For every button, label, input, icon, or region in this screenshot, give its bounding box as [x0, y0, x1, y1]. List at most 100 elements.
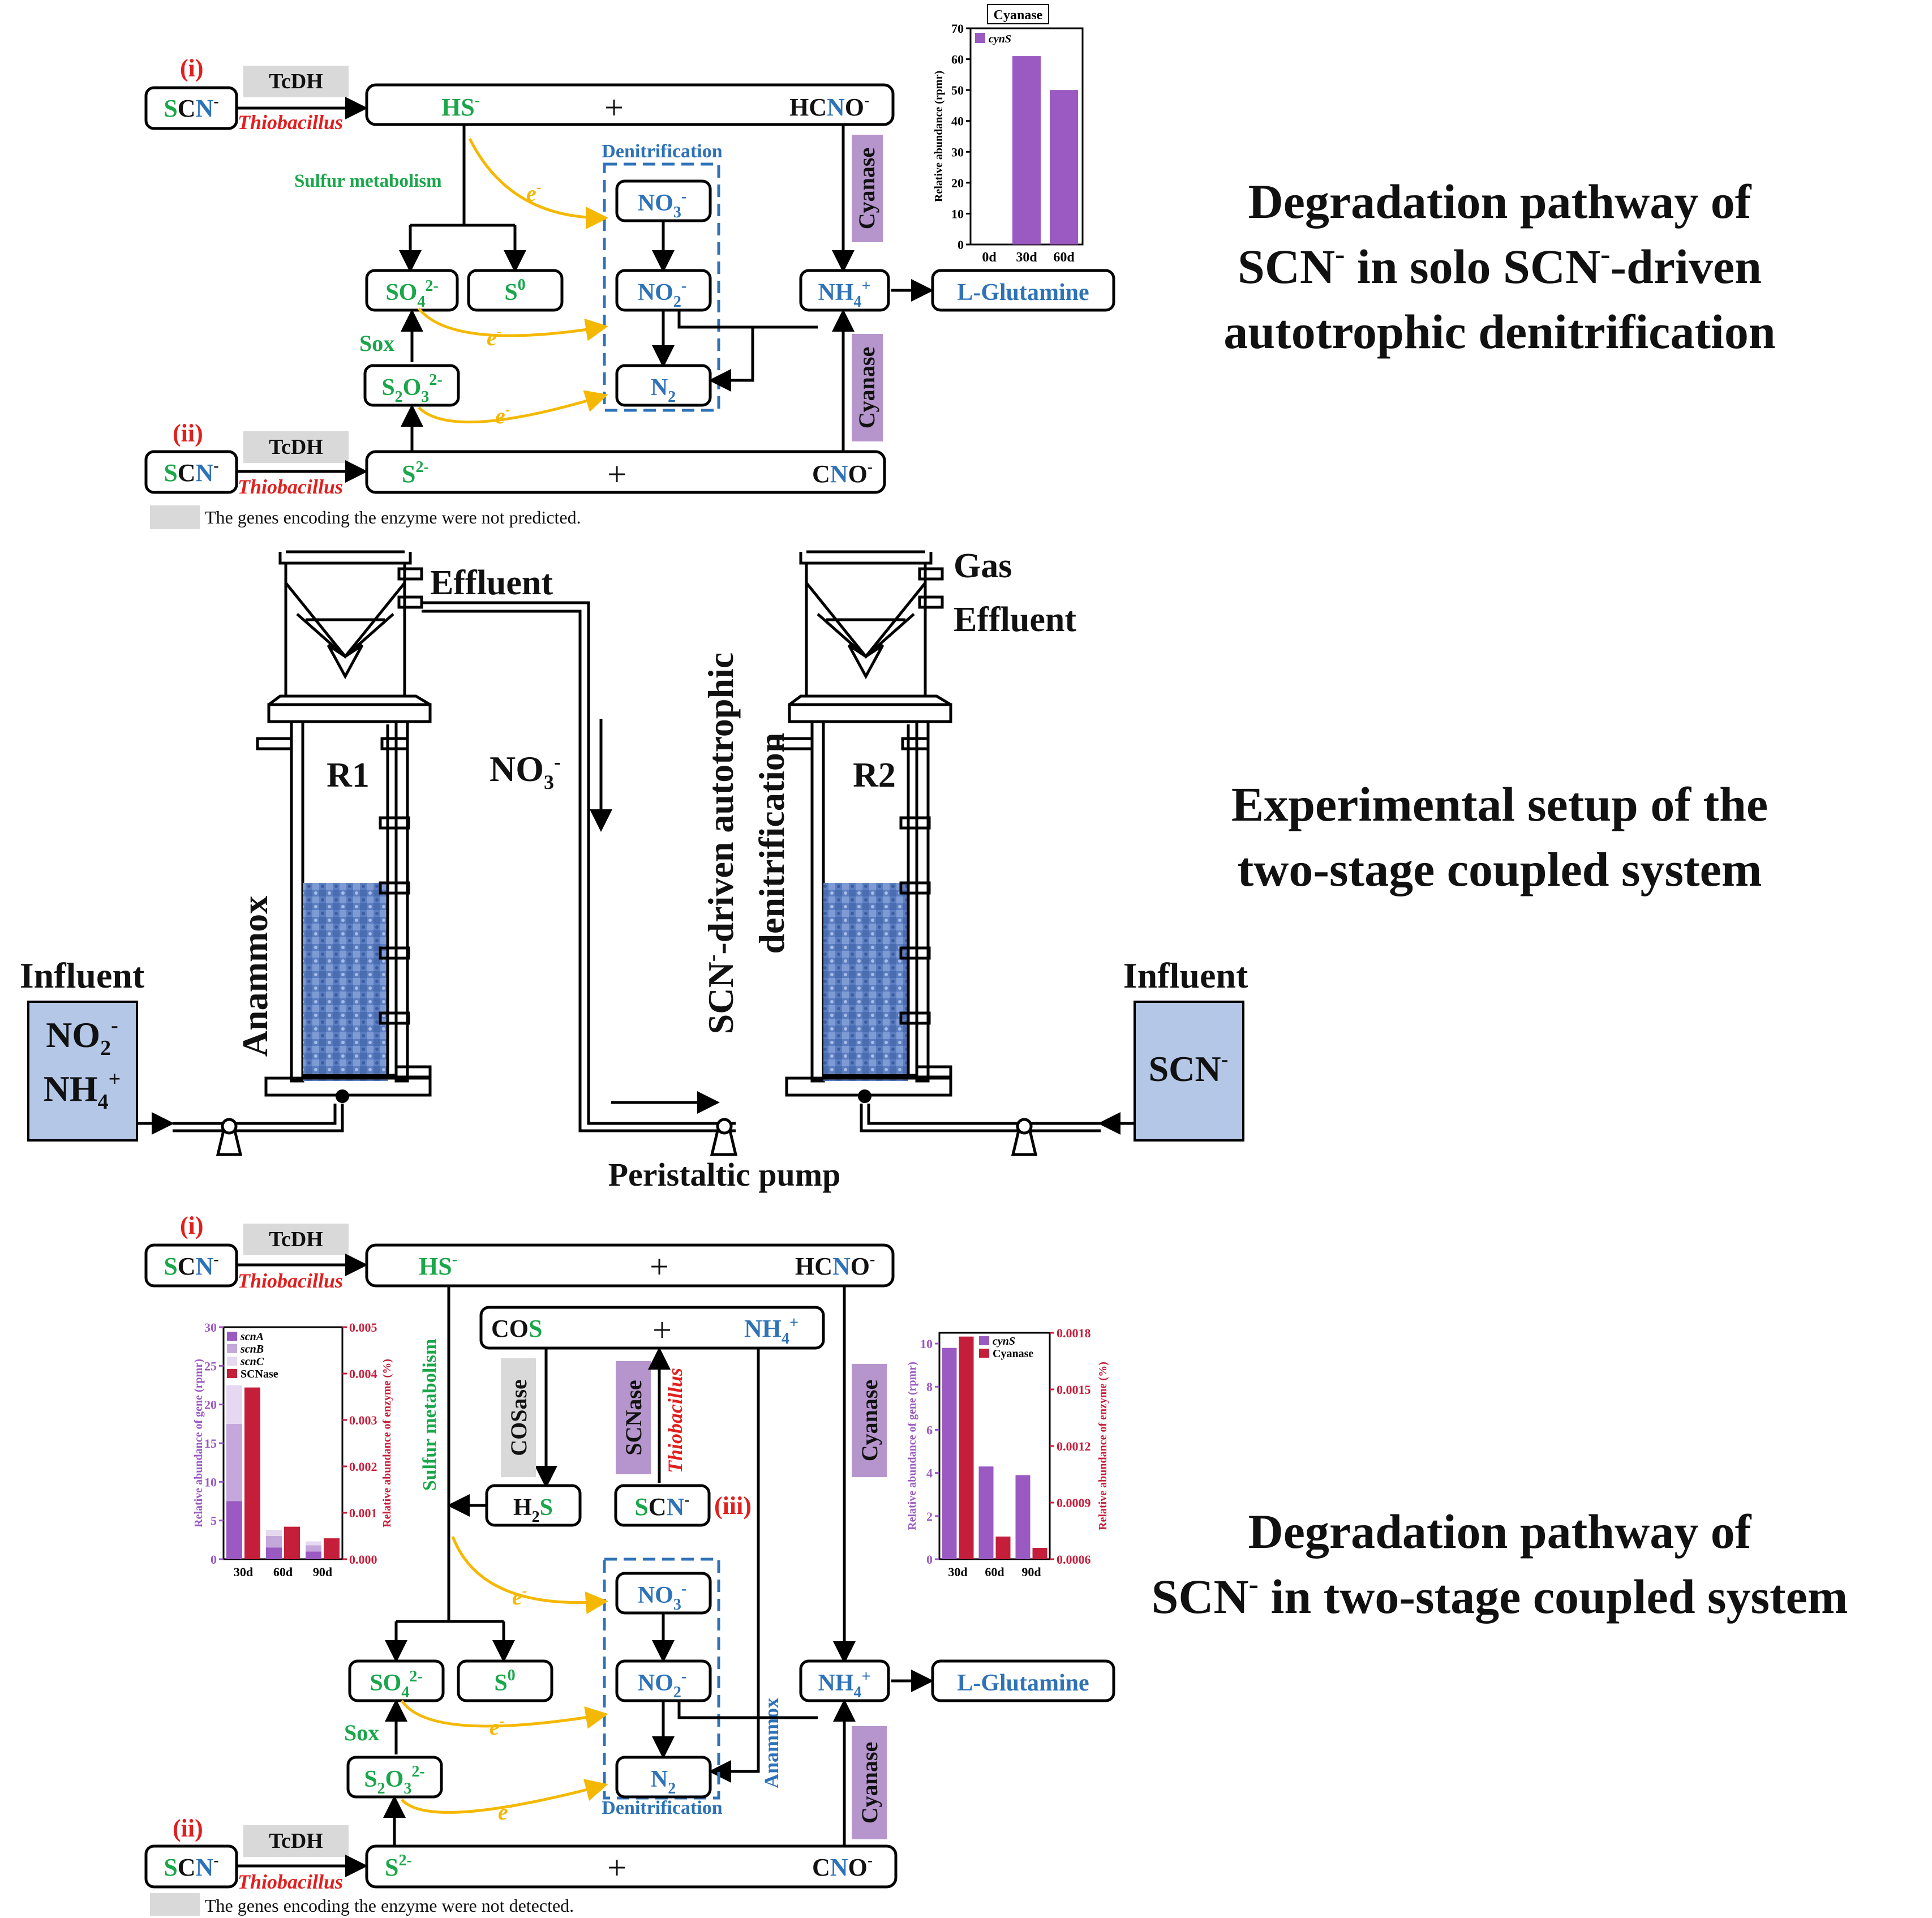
reactor-r1: [256, 550, 432, 1097]
panel1-title-line1: Degradation pathway of: [1248, 174, 1752, 229]
chart2-y2tick-label: 0.003: [349, 1413, 377, 1427]
panel-solo-pathway: (i) SCN- TcDH Thiobacillus HS- + HCNO- S…: [144, 54, 1776, 529]
chart2-legend-label: SCNase: [241, 1368, 278, 1380]
reactor-r2: [776, 550, 952, 1097]
sox-label-3: Sox: [344, 1720, 379, 1745]
r1-label: R1: [327, 756, 370, 795]
chart2-legend-swatch: [227, 1332, 237, 1341]
chart3-ylabel: Relative abundance of gene (rpmr): [906, 1362, 918, 1530]
chart3-ytick-label: 8: [926, 1380, 933, 1394]
scn-text-ii-3: SCN-: [164, 1852, 218, 1881]
chart1-xtick-label: 30d: [1016, 250, 1037, 265]
r2-process-label-line1: SCN--driven autotrophic: [701, 653, 741, 1035]
scn-text-ii: SCN-: [164, 457, 218, 487]
chart1-ytick-label: 60: [951, 53, 964, 67]
cyanase-box-3-bottom: [852, 1726, 887, 1839]
chart2-xtick-label: 90d: [313, 1565, 332, 1579]
experimental-setup: R1 Anammox Effluent NO3-: [20, 547, 1768, 1193]
tcdh-box-i: [243, 66, 349, 97]
chart1-xtick-label: 0d: [982, 250, 997, 265]
chart2-gene-bar: [266, 1530, 282, 1536]
label-iii: (iii): [714, 1492, 752, 1520]
setup-title-line2: two-stage coupled system: [1238, 842, 1762, 896]
chart1-title: Cyanase: [994, 8, 1043, 23]
cyanase-box-bottom: [852, 334, 883, 441]
chart2-gene-bar: [226, 1501, 242, 1559]
chart2-legend-swatch: [227, 1369, 237, 1378]
s2o3-text-3: S2O32-: [364, 1763, 424, 1797]
tcdh-label-i: TcDH: [269, 70, 323, 93]
chart3-y2tick-label: 0.0018: [1057, 1326, 1091, 1340]
chart3-y2tick-label: 0.0006: [1057, 1552, 1091, 1567]
label-ii: (ii): [173, 419, 203, 447]
chart1-ytick-label: 20: [951, 176, 964, 190]
cno-text: CNO-: [812, 458, 873, 488]
label-ii-3: (ii): [173, 1814, 203, 1842]
scn-box-i: [144, 86, 238, 130]
tcdh-box-ii: [243, 431, 349, 463]
cyanase-label-bottom: Cyanase: [854, 347, 879, 428]
setup-title-line1: Experimental setup of the: [1231, 777, 1768, 831]
electron-label-3-2: e-: [490, 1713, 504, 1740]
legend-text-3: The genes encoding the enzyme were not d…: [205, 1895, 574, 1916]
chart3-xtick-label: 60d: [985, 1565, 1004, 1579]
electron-label-3: e-: [495, 401, 510, 428]
chart3-enzyme-bar: [1032, 1548, 1047, 1559]
chart1-ytick-label: 50: [951, 83, 964, 97]
r2-label: R2: [853, 756, 896, 795]
plus-i: +: [604, 89, 624, 126]
chart3-gene-bar: [978, 1466, 994, 1559]
nh4-text-3: NH4+: [818, 1668, 871, 1701]
scn-box-ii-3: [144, 1844, 238, 1889]
hs-hcno-box-3: [365, 1243, 895, 1288]
scnase-label: SCNase: [621, 1380, 646, 1455]
cno-text-3: CNO-: [812, 1852, 873, 1881]
chart3-xtick-label: 90d: [1021, 1565, 1041, 1579]
chart2-ytick-label: 0: [211, 1552, 217, 1567]
chart2-enzyme-bar: [324, 1538, 340, 1559]
effluent-label-r1: Effluent: [430, 564, 553, 602]
s-cno-box-3: [365, 1844, 898, 1889]
chart3-ytick-label: 10: [920, 1337, 933, 1351]
chart2-gene-bar: [266, 1536, 282, 1548]
s-cno-box: [365, 450, 886, 494]
legend-text-1: The genes encoding the enzyme were not p…: [205, 507, 581, 527]
hs-text: HS-: [441, 92, 480, 121]
chart3-ytick-label: 6: [926, 1423, 933, 1437]
tcdh-label-i-3: TcDH: [269, 1228, 323, 1251]
chart2-ytick-label: 10: [204, 1475, 217, 1489]
chart3-enzyme-bar: [995, 1537, 1011, 1559]
thiobacillus-label-ii-3: Thiobacillus: [238, 1870, 343, 1893]
chart2-gene-bar: [266, 1547, 282, 1559]
hs-hcno-box: [365, 83, 895, 126]
chart1-legend-label: cynS: [989, 33, 1011, 45]
chart2-y2tick-label: 0.002: [349, 1460, 377, 1474]
chart2-y2label: Relative abundance of enzyme (%): [381, 1359, 393, 1527]
influent-label-left: Influent: [20, 955, 145, 996]
label-i: (i): [180, 54, 204, 82]
hs-text-3: HS-: [419, 1251, 457, 1280]
chart2-ytick-label: 30: [204, 1320, 217, 1335]
panel3-title-line1: Degradation pathway of: [1248, 1504, 1752, 1559]
chart2-enzyme-bar: [244, 1387, 260, 1559]
scnase-box: [616, 1361, 651, 1474]
influent-scn-text: SCN-: [1149, 1048, 1229, 1089]
scn-text-iii: SCN-: [634, 1491, 689, 1521]
chart2-legend-label: scnB: [240, 1343, 264, 1355]
sulfur-metabolism-label: Sulfur metabolism: [294, 171, 442, 191]
gas-label: Gas: [954, 547, 1012, 585]
chart3-legend-swatch: [979, 1336, 989, 1345]
denitrification-label: Denitrification: [602, 141, 722, 162]
panel-coupled-pathway: (i) SCN- TcDH Thiobacillus HS- + HCNO- C…: [144, 1212, 1848, 1916]
chart1-legend-swatch: [975, 33, 985, 43]
chart2-gene-bar: [226, 1423, 242, 1501]
hcno-text: HCNO-: [789, 92, 869, 121]
chart2-ytick-label: 5: [211, 1514, 217, 1528]
chart2-enzyme-bar: [284, 1526, 300, 1559]
nh4-text: NH4+: [818, 277, 871, 311]
glutamine-text-3: L-Glutamine: [957, 1670, 1089, 1696]
s0-box-3: [457, 1659, 553, 1702]
chart2-y2tick-label: 0.004: [349, 1367, 377, 1381]
chart2-xtick-label: 60d: [273, 1565, 293, 1579]
chart1-ytick-label: 30: [951, 145, 964, 159]
